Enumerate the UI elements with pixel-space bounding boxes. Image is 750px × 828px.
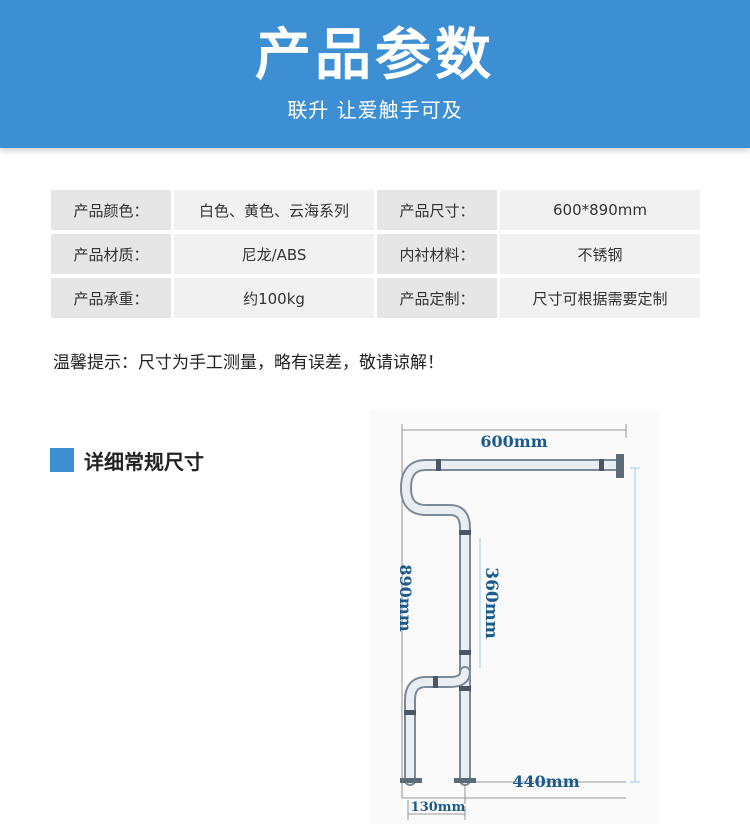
section-heading: 详细常规尺寸: [50, 446, 204, 474]
header-banner: 产品参数 联升 让爱触手可及: [0, 0, 750, 148]
spec-label: 产品定制：: [377, 278, 497, 322]
bar-joints: [404, 459, 604, 715]
spec-label: 产品材质：: [51, 234, 171, 278]
spec-value: 600*890mm: [500, 190, 700, 234]
spec-value: 不锈钢: [500, 234, 700, 278]
spec-table: 产品颜色： 白色、黄色、云海系列 产品尺寸： 600*890mm 产品材质： 尼…: [48, 190, 703, 322]
drawing-background: [370, 410, 660, 824]
spec-label: 内衬材料：: [377, 234, 497, 278]
page-subtitle: 联升 让爱触手可及: [287, 98, 463, 122]
spec-label: 产品尺寸：: [377, 190, 497, 234]
table-row: 产品颜色： 白色、黄色、云海系列 产品尺寸： 600*890mm: [51, 190, 700, 234]
page-title: 产品参数: [255, 23, 495, 88]
dim-height-label: 890mm: [396, 564, 415, 631]
spec-value: 尺寸可根据需要定制: [500, 278, 700, 322]
guide-lines-blue: [479, 467, 640, 783]
table-row: 产品材质： 尼龙/ABS 内衬材料： 不锈钢: [51, 234, 700, 278]
table-row: 产品承重： 约100kg 产品定制： 尺寸可根据需要定制: [51, 278, 700, 322]
spec-value: 尼龙/ABS: [174, 234, 374, 278]
dimension-drawing: 600mm 890mm 360mm 440mm 130mm: [370, 410, 660, 824]
spec-value: 白色、黄色、云海系列: [174, 190, 374, 234]
tip-text: 温馨提示：尺寸为手工测量，略有误差，敬请谅解！: [53, 353, 444, 373]
section-marker: [50, 448, 74, 472]
dim-base-label: 440mm: [512, 772, 579, 791]
spec-label: 产品承重：: [51, 278, 171, 322]
dim-mid-label: 360mm: [481, 567, 501, 638]
grab-bar: [399, 459, 622, 786]
spec-value: 约100kg: [174, 278, 374, 322]
spec-label: 产品颜色：: [51, 190, 171, 234]
section-title: 详细常规尺寸: [84, 449, 204, 474]
dim-width-label: 600mm: [480, 432, 547, 451]
mounting-plates: [400, 454, 624, 783]
dim-foot-label: 130mm: [411, 800, 466, 815]
